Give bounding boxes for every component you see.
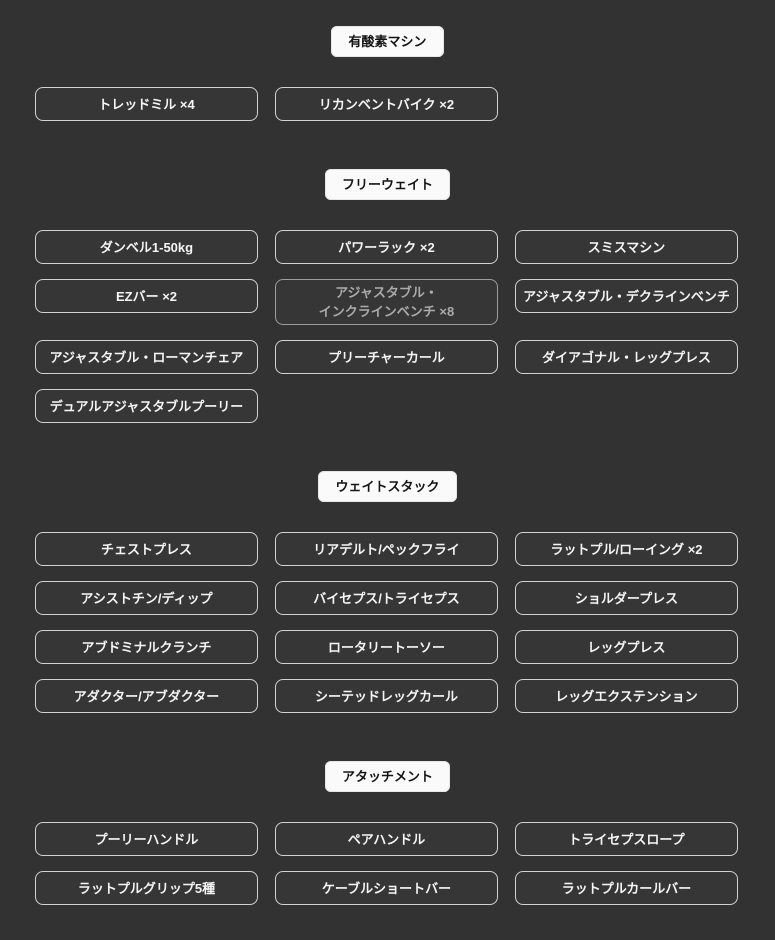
equipment-node: ケーブルショートバー — [275, 871, 498, 905]
equipment-node: ダイアゴナル・レッグプレス — [515, 340, 738, 374]
equipment-node: レッグプレス — [515, 630, 738, 664]
section-attachments: アタッチメント プーリーハンドル ペアハンドル トライセプスロープ ラットプルグ… — [0, 761, 775, 905]
equipment-node: デュアルアジャスタブルプーリー — [35, 389, 258, 423]
equipment-node: レッグエクステンション — [515, 679, 738, 713]
equipment-node: EZバー ×2 — [35, 279, 258, 313]
equipment-node: プーリーハンドル — [35, 822, 258, 856]
equipment-node: アシストチン/ディップ — [35, 581, 258, 615]
equipment-node: ショルダープレス — [515, 581, 738, 615]
equipment-grid-attachments: プーリーハンドル ペアハンドル トライセプスロープ ラットプルグリップ5種 ケー… — [0, 822, 775, 905]
equipment-node: パワーラック ×2 — [275, 230, 498, 264]
equipment-node: リアデルト/ペックフライ — [275, 532, 498, 566]
equipment-node: トレッドミル ×4 — [35, 87, 258, 121]
equipment-node: トライセプスロープ — [515, 822, 738, 856]
equipment-node: ラットプルグリップ5種 — [35, 871, 258, 905]
equipment-node: リカンベントバイク ×2 — [275, 87, 498, 121]
equipment-node: アダクター/アブダクター — [35, 679, 258, 713]
equipment-node: シーテッドレッグカール — [275, 679, 498, 713]
equipment-node: ペアハンドル — [275, 822, 498, 856]
equipment-node: ロータリートーソー — [275, 630, 498, 664]
equipment-node: プリーチャーカール — [275, 340, 498, 374]
section-title-cardio: 有酸素マシン — [331, 26, 444, 57]
equipment-node: アジャスタブル・デクラインベンチ — [515, 279, 738, 313]
section-title-free-weights: フリーウェイト — [324, 169, 450, 200]
section-title-attachments: アタッチメント — [324, 761, 450, 792]
equipment-node: アブドミナルクランチ — [35, 630, 258, 664]
section-weight-stack: ウェイトスタック チェストプレス リアデルト/ペックフライ ラットプル/ローイン… — [0, 471, 775, 713]
equipment-grid-weight-stack: チェストプレス リアデルト/ペックフライ ラットプル/ローイング ×2 アシスト… — [0, 532, 775, 713]
equipment-grid-cardio: トレッドミル ×4 リカンベントバイク ×2 — [0, 87, 775, 121]
equipment-node-muted: アジャスタブル・インクラインベンチ ×8 — [275, 279, 498, 325]
equipment-node: アジャスタブル・ローマンチェア — [35, 340, 258, 374]
equipment-node: スミスマシン — [515, 230, 738, 264]
equipment-node: バイセプス/トライセプス — [275, 581, 498, 615]
equipment-grid-free-weights: ダンベル1-50kg パワーラック ×2 スミスマシン EZバー ×2 アジャス… — [0, 230, 775, 423]
section-title-weight-stack: ウェイトスタック — [318, 471, 457, 502]
equipment-node: ラットプルカールバー — [515, 871, 738, 905]
equipment-node: ダンベル1-50kg — [35, 230, 258, 264]
section-cardio-machines: 有酸素マシン トレッドミル ×4 リカンベントバイク ×2 — [0, 26, 775, 121]
equipment-node: チェストプレス — [35, 532, 258, 566]
section-free-weights: フリーウェイト ダンベル1-50kg パワーラック ×2 スミスマシン EZバー… — [0, 169, 775, 423]
equipment-node: ラットプル/ローイング ×2 — [515, 532, 738, 566]
